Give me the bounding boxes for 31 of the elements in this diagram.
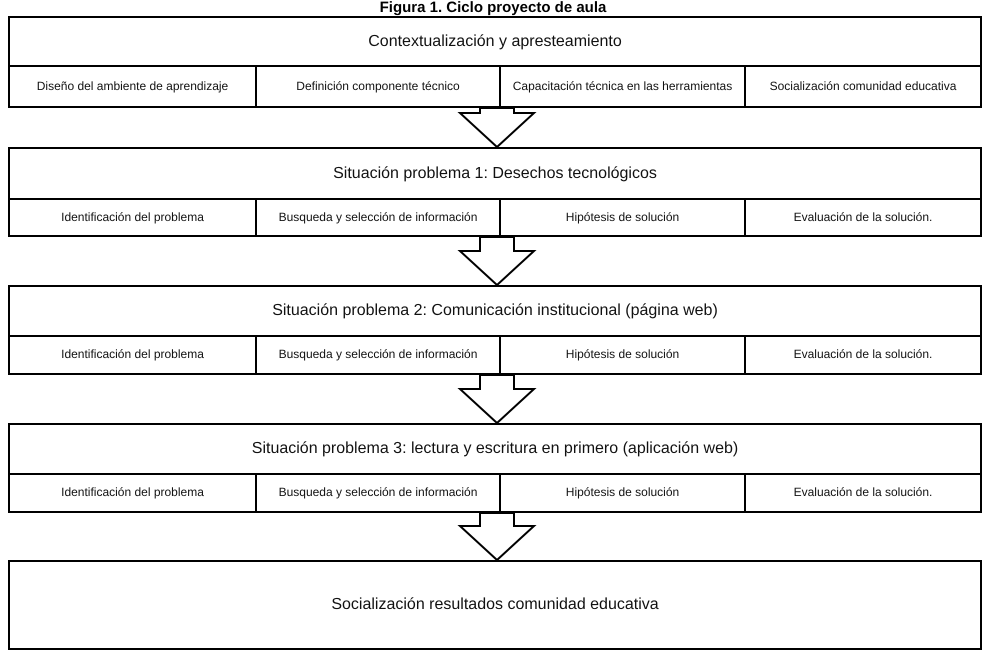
step-cell: Evaluación de la solución. (744, 473, 980, 511)
block-arrow (457, 236, 537, 286)
block-arrow (457, 107, 537, 148)
stage-heading: Situación problema 3: lectura y escritura en primero (aplicación web) (252, 440, 738, 458)
stage-box (8, 147, 982, 237)
stage-heading: Situación problema 2: Comunicación institucional (página web) (272, 302, 718, 320)
stage-heading: Socialización resultados comunidad educativa (331, 596, 659, 614)
stage-box (8, 560, 982, 650)
stage-heading: Situación problema 1: Desechos tecnológicos (333, 164, 657, 182)
step-cell: Identificación del problema (10, 335, 255, 373)
step-cell: Diseño del ambiente de aprendizaje (10, 65, 255, 106)
step-cell: Busqueda y selección de información (255, 198, 499, 235)
block-arrow (457, 374, 537, 424)
step-cell: Busqueda y selección de información (255, 473, 499, 511)
step-cell: Identificación del problema (10, 473, 255, 511)
stage-box (8, 285, 982, 375)
step-cell: Socialización comunidad educativa (744, 65, 980, 106)
step-cell: Capacitación técnica en las herramientas (499, 65, 744, 106)
stage-heading: Contextualización y apresteamiento (368, 32, 622, 50)
step-cell: Identificación del problema (10, 198, 255, 235)
stage-box (8, 423, 982, 513)
block-arrow (457, 512, 537, 562)
step-cell: Hipótesis de solución (499, 335, 744, 373)
stage-box (8, 16, 982, 108)
step-cell: Hipótesis de solución (499, 198, 744, 235)
figure-title: Figura 1. Ciclo proyecto de aula (378, 0, 608, 16)
step-cell: Definición componente técnico (255, 65, 499, 106)
step-cell: Busqueda y selección de información (255, 335, 499, 373)
step-cell: Evaluación de la solución. (744, 198, 980, 235)
step-cell: Evaluación de la solución. (744, 335, 980, 373)
step-cell: Hipótesis de solución (499, 473, 744, 511)
